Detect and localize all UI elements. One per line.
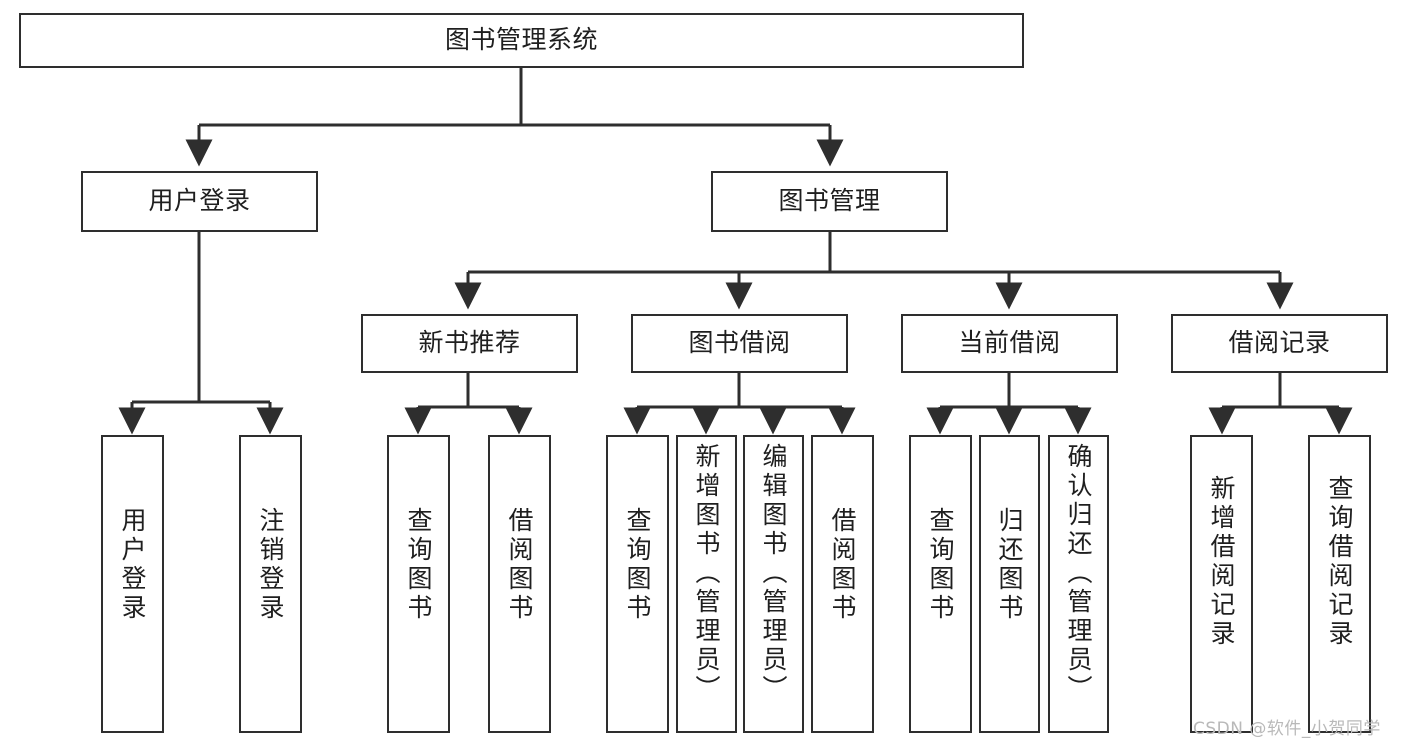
leaf-label: 用户登录 xyxy=(118,507,147,623)
leaf-return-book[interactable]: 归还图书 xyxy=(979,435,1040,733)
leaf-query-book-recommend[interactable]: 查询图书 xyxy=(387,435,450,733)
leaf-edit-book[interactable]: 编辑图书（管理员） xyxy=(743,435,804,733)
node-new-book-recommend[interactable]: 新书推荐 xyxy=(361,314,578,373)
node-book-management-system[interactable]: 图书管理系统 xyxy=(19,13,1024,68)
node-label: 新书推荐 xyxy=(418,328,521,358)
node-book-management[interactable]: 图书管理 xyxy=(711,171,948,232)
leaf-label: 新增图书（管理员） xyxy=(692,443,721,704)
node-label: 当前借阅 xyxy=(958,328,1061,358)
node-current-borrow[interactable]: 当前借阅 xyxy=(901,314,1118,373)
node-label: 借阅记录 xyxy=(1228,328,1331,358)
leaf-query-borrow-record[interactable]: 查询借阅记录 xyxy=(1308,435,1371,733)
node-user-login[interactable]: 用户登录 xyxy=(81,171,318,232)
leaf-confirm-return[interactable]: 确认归还（管理员） xyxy=(1048,435,1109,733)
node-label: 图书借阅 xyxy=(688,328,791,358)
leaf-label: 确认归还（管理员） xyxy=(1064,443,1093,704)
node-label: 用户登录 xyxy=(148,186,251,216)
node-label: 图书管理 xyxy=(778,186,881,216)
leaf-user-login[interactable]: 用户登录 xyxy=(101,435,164,733)
node-book-borrow[interactable]: 图书借阅 xyxy=(631,314,848,373)
node-borrow-record[interactable]: 借阅记录 xyxy=(1171,314,1388,373)
leaf-label: 查询图书 xyxy=(623,507,652,623)
leaf-borrow-book-recommend[interactable]: 借阅图书 xyxy=(488,435,551,733)
leaf-label: 查询借阅记录 xyxy=(1325,475,1354,649)
leaf-add-book[interactable]: 新增图书（管理员） xyxy=(676,435,737,733)
leaf-label: 新增借阅记录 xyxy=(1207,475,1236,649)
leaf-borrow-book-borrow[interactable]: 借阅图书 xyxy=(811,435,874,733)
leaf-label: 查询图书 xyxy=(404,507,433,623)
leaf-label: 注销登录 xyxy=(256,507,285,623)
node-label: 图书管理系统 xyxy=(444,25,598,55)
leaf-label: 借阅图书 xyxy=(505,507,534,623)
leaf-label: 查询图书 xyxy=(926,507,955,623)
leaf-logout-login[interactable]: 注销登录 xyxy=(239,435,302,733)
leaf-query-book-current[interactable]: 查询图书 xyxy=(909,435,972,733)
leaf-label: 编辑图书（管理员） xyxy=(759,443,788,704)
leaf-add-borrow-record[interactable]: 新增借阅记录 xyxy=(1190,435,1253,733)
leaf-label: 借阅图书 xyxy=(828,507,857,623)
leaf-label: 归还图书 xyxy=(995,507,1024,623)
leaf-query-book-borrow[interactable]: 查询图书 xyxy=(606,435,669,733)
